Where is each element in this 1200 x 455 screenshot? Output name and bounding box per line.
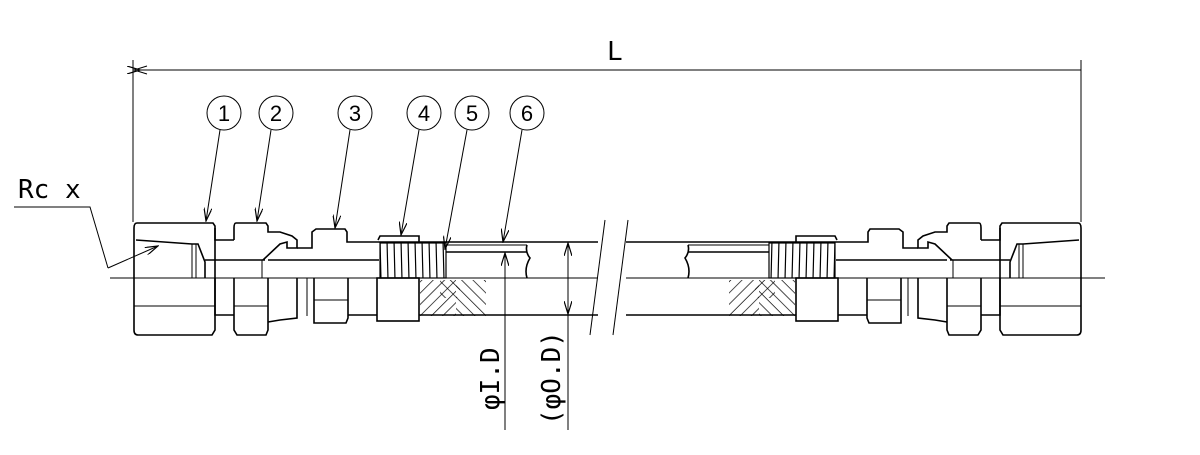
svg-text:2: 2 [270, 101, 282, 126]
svg-text:3: 3 [349, 101, 361, 126]
right-fitting-assembly [614, 222, 1082, 336]
balloon-4: 4 [401, 95, 442, 235]
break-lines [589, 219, 629, 336]
balloon-5: 5 [445, 95, 490, 249]
balloon-3: 3 [335, 95, 373, 228]
length-dimension: L [133, 37, 1082, 222]
balloon-1: 1 [206, 95, 242, 221]
part-balloons: 1 2 3 4 5 6 [206, 95, 545, 249]
length-label: L [607, 37, 623, 67]
diameter-dimensions: φI.D (φO.D) [476, 243, 568, 430]
svg-text:1: 1 [218, 101, 230, 126]
balloon-6: 6 [503, 95, 545, 242]
svg-text:4: 4 [418, 101, 430, 126]
thread-label: Rc x [18, 175, 81, 205]
svg-text:5: 5 [466, 101, 478, 126]
outer-diameter-label: (φO.D) [537, 331, 567, 425]
left-fitting-assembly [133, 222, 601, 336]
svg-text:6: 6 [521, 101, 533, 126]
thread-callout: Rc x [14, 175, 158, 269]
balloon-2: 2 [257, 95, 294, 221]
inner-diameter-label: φI.D [476, 347, 506, 410]
